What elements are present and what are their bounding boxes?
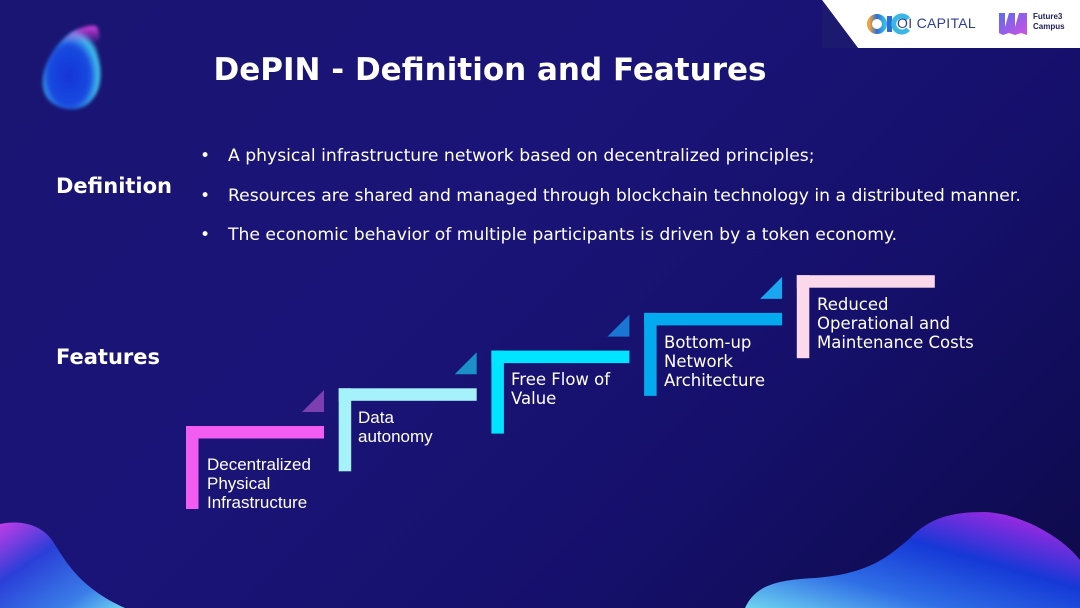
step-bracket-top bbox=[796, 275, 935, 288]
step-arrow-triangle-icon bbox=[607, 314, 630, 337]
step-bracket-side bbox=[491, 350, 504, 434]
feature-step-label: Bottom-up Network Architecture bbox=[664, 333, 766, 390]
features-label: Features bbox=[56, 345, 160, 369]
step-arrow-triangle-icon bbox=[760, 276, 783, 299]
feature-step-label: Data autonomy bbox=[358, 408, 433, 446]
bullet-icon: • bbox=[200, 186, 211, 206]
bullet-icon: • bbox=[200, 225, 211, 245]
feature-step-label: Decentralized Physical Infrastructure bbox=[207, 455, 311, 512]
step-bracket-top bbox=[491, 350, 630, 364]
oi-capital-logo-text: OI CAPITAL bbox=[897, 15, 976, 31]
feature-step-label: Free Flow of Value bbox=[511, 370, 611, 408]
step-bracket-side bbox=[796, 275, 810, 359]
partner-logos-bar bbox=[822, 0, 1080, 48]
feature-step-label: Reduced Operational and Maintenance Cost… bbox=[817, 295, 974, 352]
future3-text: Future3 bbox=[1033, 12, 1063, 21]
step-bracket-top bbox=[644, 312, 783, 326]
step-bracket-top bbox=[186, 426, 324, 439]
campus-text: Campus bbox=[1033, 22, 1065, 31]
future3-logo-icon bbox=[999, 13, 1027, 35]
wave-blob-decoration bbox=[0, 522, 125, 608]
step-bracket-side bbox=[338, 388, 352, 472]
step-bracket-side bbox=[644, 312, 657, 396]
page-title: DePIN - Definition and Features bbox=[213, 52, 767, 88]
definition-label: Definition bbox=[56, 174, 173, 198]
step-bracket-side bbox=[186, 426, 199, 509]
drop-blob-decoration bbox=[42, 25, 101, 110]
wave-blob-decoration bbox=[745, 512, 1080, 608]
step-bracket-top bbox=[338, 388, 477, 401]
logo-bar-background bbox=[822, 0, 1080, 48]
step-arrow-triangle-icon bbox=[454, 352, 477, 375]
future3-campus-logo-text: Future3 Campus bbox=[1033, 12, 1065, 32]
bullet-icon: • bbox=[200, 146, 211, 166]
step-arrow-triangle-icon bbox=[302, 390, 324, 412]
oic-logo-icon bbox=[867, 13, 910, 35]
